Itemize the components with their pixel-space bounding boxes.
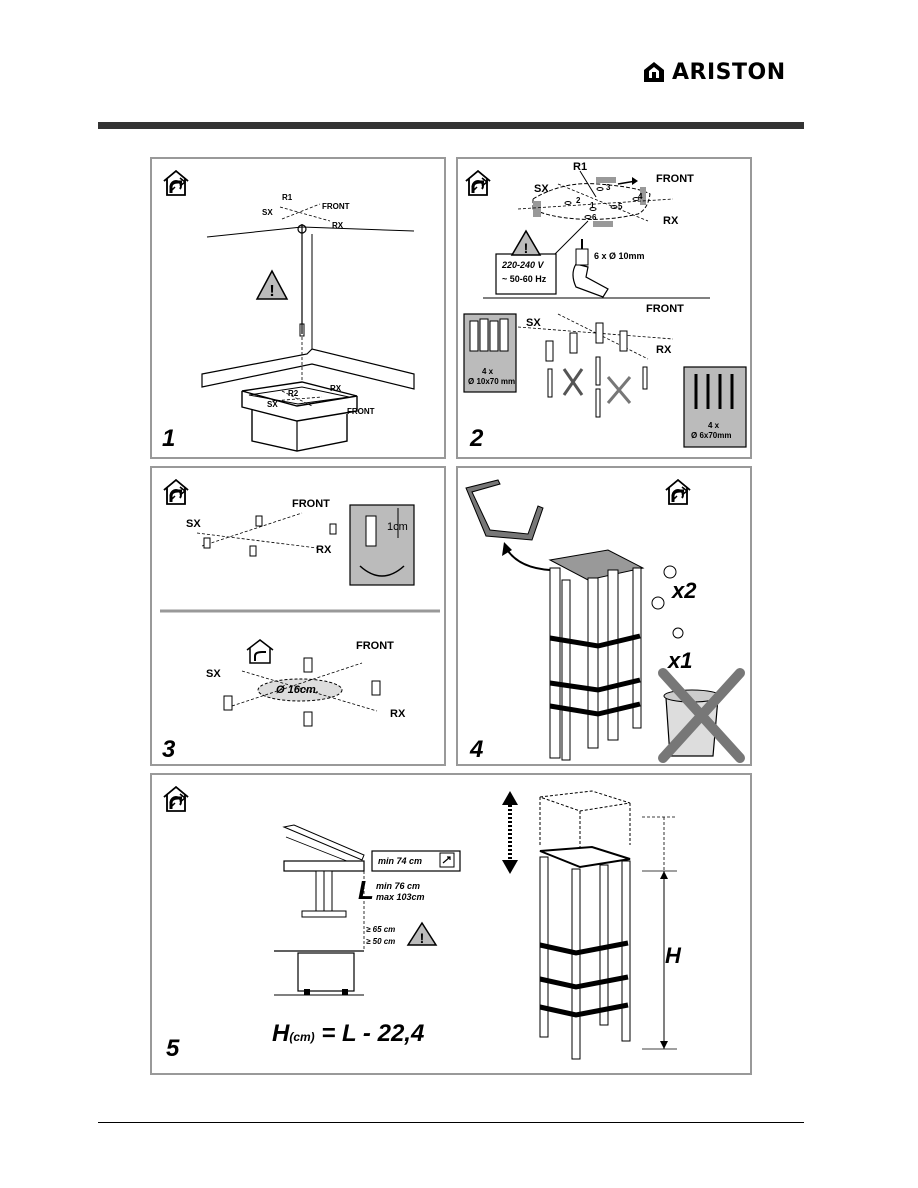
label-rx-2: RX bbox=[390, 708, 406, 720]
gap-label: 1cm bbox=[387, 521, 408, 533]
voltage-label: 220-240 V bbox=[502, 260, 544, 270]
ge-50-label: ≥ 50 cm bbox=[366, 937, 396, 946]
drill-icon bbox=[572, 239, 609, 298]
step-3-illustration bbox=[160, 504, 440, 727]
screws-size: Ø 6x70mm bbox=[691, 431, 732, 440]
panel-step-3: FRONT SX RX 1cm SX FRONT RX Ø 16cm. 3 bbox=[150, 466, 446, 766]
step-number: 3 bbox=[162, 736, 176, 763]
extraction-mode-icon bbox=[665, 478, 691, 505]
frequency-label: ~ 50-60 Hz bbox=[502, 274, 547, 284]
label-front: FRONT bbox=[292, 498, 330, 510]
step-2-illustration: ! bbox=[463, 170, 747, 448]
house-logo-icon bbox=[644, 62, 664, 82]
panel-step-1: ! R1 SX FRONT RX R2 SX RX FRONT 1 bbox=[150, 157, 446, 459]
warning-triangle-icon: ! bbox=[255, 269, 289, 300]
label-sx: SX bbox=[262, 208, 273, 217]
step-number: 4 bbox=[470, 736, 484, 763]
label-sx: SX bbox=[534, 183, 549, 195]
panel-step-5: ! min 74 cm L min 76 cm max 1 bbox=[150, 773, 752, 1075]
formula-cm: (cm) bbox=[289, 1030, 315, 1044]
quantity-x2: x2 bbox=[672, 578, 697, 603]
screws-quantity: 4 x bbox=[708, 421, 720, 430]
label-front-2: FRONT bbox=[347, 407, 375, 416]
max-103-label: max 103cm bbox=[376, 892, 425, 902]
quantity-x1: x1 bbox=[668, 648, 693, 673]
ariston-logo: ARISTON bbox=[642, 58, 786, 86]
label-r1: R1 bbox=[282, 193, 293, 202]
panel-step-4: x2 x1 4 bbox=[456, 466, 752, 766]
step-1-illustration: ! bbox=[201, 203, 415, 452]
formula-h: H bbox=[272, 1020, 290, 1047]
label-sx-2: SX bbox=[526, 317, 541, 329]
label-r2: R2 bbox=[288, 389, 299, 398]
recirculation-mode-icon bbox=[439, 852, 455, 868]
brand-name: ARISTON bbox=[672, 59, 786, 85]
extraction-mode-icon bbox=[163, 785, 189, 812]
hole-label: 5 bbox=[618, 202, 623, 211]
step-number: 5 bbox=[166, 1035, 180, 1062]
hole-label: 1 bbox=[590, 201, 595, 210]
label-rx-2: RX bbox=[330, 384, 342, 393]
hole-label: 3 bbox=[606, 183, 611, 192]
label-front: FRONT bbox=[656, 173, 694, 185]
svg-text:!: ! bbox=[420, 930, 425, 946]
hole-label: 4 bbox=[638, 192, 643, 201]
label-front: FRONT bbox=[322, 202, 350, 211]
label-rx: RX bbox=[663, 215, 679, 227]
label-sx-2: SX bbox=[267, 400, 278, 409]
step-4-illustration bbox=[465, 479, 745, 763]
height-formula: H(cm) = L - 22,4 bbox=[272, 1020, 424, 1048]
min-76-label: min 76 cm bbox=[376, 881, 421, 891]
extraction-mode-icon bbox=[246, 639, 274, 664]
panel-step-2: ! R1 SX FRONT RX 3 4 2 5 1 bbox=[456, 157, 752, 459]
label-sx-2: SX bbox=[206, 668, 221, 680]
label-rx: RX bbox=[332, 221, 344, 230]
step-number: 1 bbox=[162, 425, 176, 452]
warning-triangle-icon: ! bbox=[510, 229, 542, 256]
hole-label: 2 bbox=[576, 196, 581, 205]
step-number: 2 bbox=[470, 425, 484, 452]
header-rule bbox=[98, 122, 804, 129]
plugs-size: Ø 10x70 mm bbox=[468, 377, 516, 386]
step-5-illustration: ! bbox=[274, 790, 677, 1060]
telescopic-arrow-icon bbox=[502, 791, 518, 874]
label-front-2: FRONT bbox=[646, 303, 684, 315]
H-label: H bbox=[665, 943, 681, 968]
diameter-label: Ø 16cm. bbox=[276, 684, 319, 696]
warning-triangle-icon: ! bbox=[406, 921, 438, 946]
label-front-2: FRONT bbox=[356, 640, 394, 652]
label-sx: SX bbox=[186, 518, 201, 530]
extraction-mode-icon bbox=[163, 478, 189, 505]
hole-label: 6 bbox=[592, 213, 597, 222]
formula-rest: = L - 22,4 bbox=[314, 1020, 425, 1047]
L-label: L bbox=[358, 875, 374, 905]
min-74-label: min 74 cm bbox=[378, 856, 423, 866]
label-r1: R1 bbox=[573, 161, 588, 173]
svg-text:!: ! bbox=[269, 283, 274, 300]
svg-text:!: ! bbox=[524, 240, 529, 256]
extraction-mode-icon bbox=[163, 169, 189, 196]
trash-bin-icon bbox=[658, 668, 745, 763]
footer-rule bbox=[98, 1122, 804, 1123]
extraction-mode-icon bbox=[465, 169, 491, 196]
label-rx: RX bbox=[316, 544, 332, 556]
drill-spec-label: 6 x Ø 10mm bbox=[594, 251, 645, 261]
label-rx-2: RX bbox=[656, 344, 672, 356]
plugs-quantity: 4 x bbox=[482, 367, 494, 376]
ge-65-label: ≥ 65 cm bbox=[366, 925, 396, 934]
